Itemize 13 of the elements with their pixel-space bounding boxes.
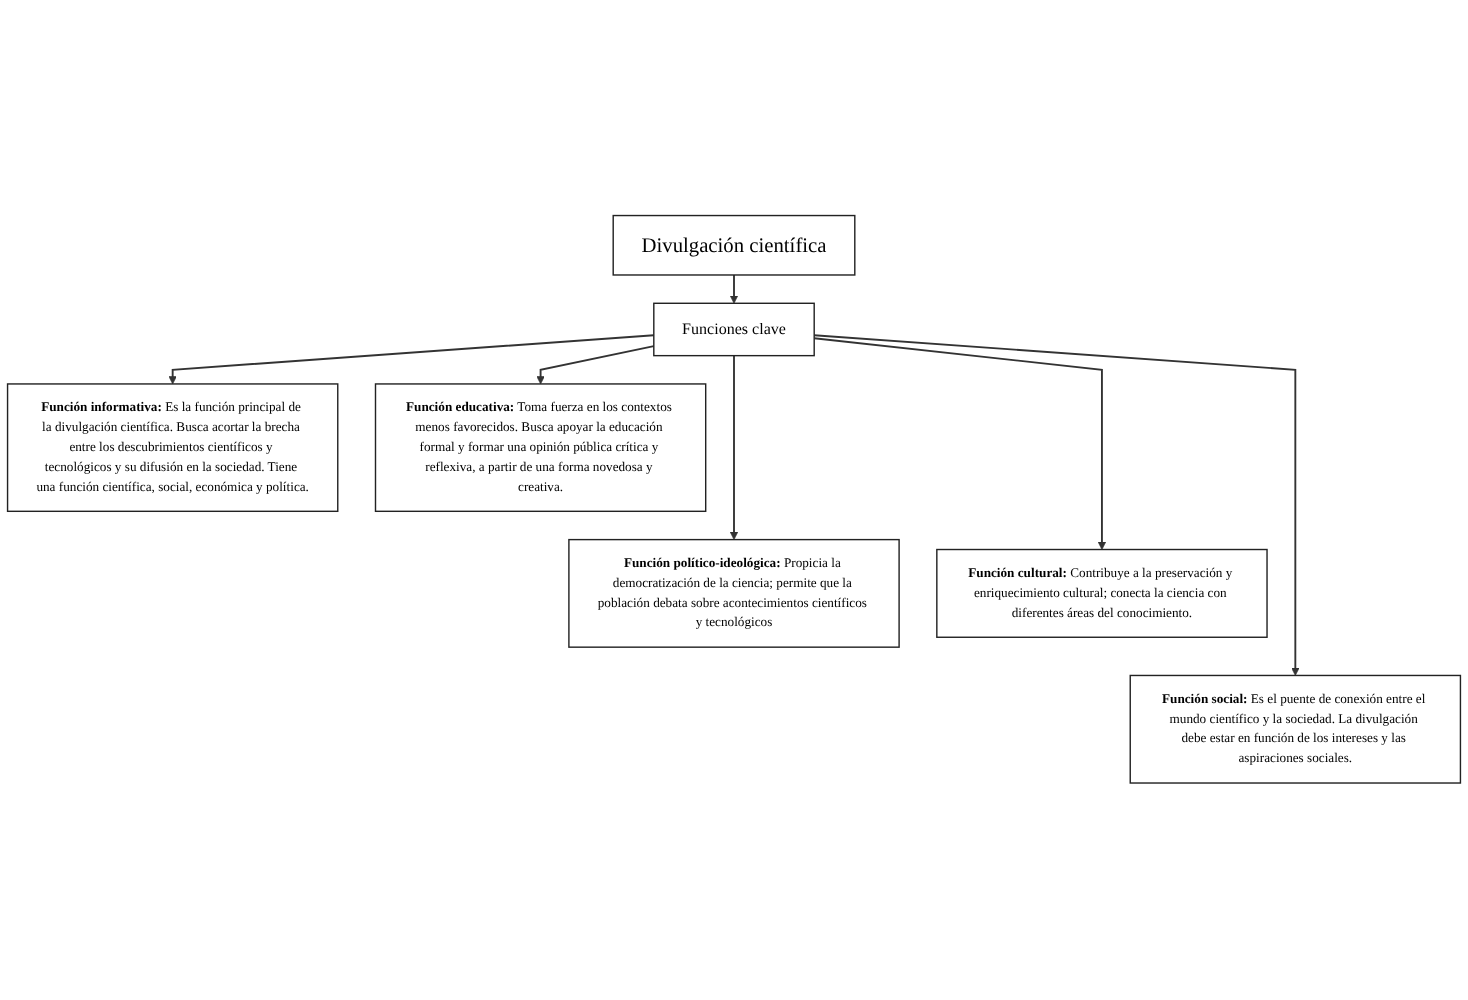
node-box — [374, 383, 707, 513]
arrow — [729, 355, 739, 541]
node-box — [568, 539, 900, 649]
node-box — [6, 383, 339, 513]
arrow — [813, 338, 1107, 551]
node-box — [612, 215, 856, 277]
node-box — [1129, 675, 1462, 785]
arrow — [729, 274, 739, 305]
arrow — [813, 335, 1300, 677]
node-box — [653, 303, 815, 358]
arrow — [168, 335, 655, 386]
arrow — [536, 345, 655, 386]
node-box — [936, 549, 1268, 639]
